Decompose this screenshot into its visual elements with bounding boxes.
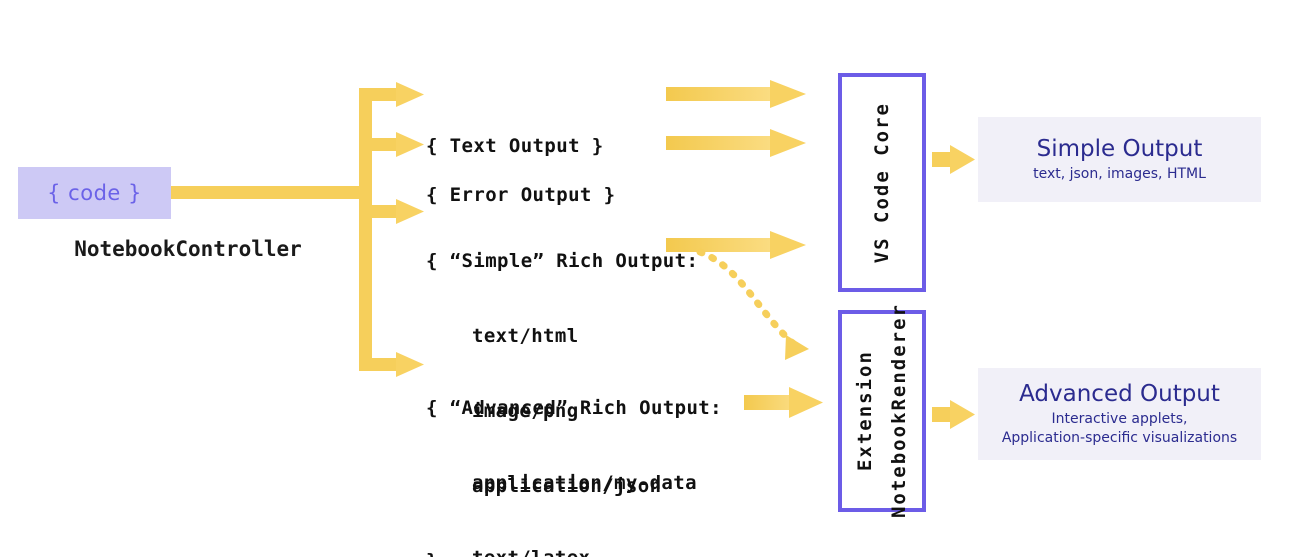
simple-mime-text-html: text/html (472, 325, 579, 347)
vs-code-core-box: VS Code Core (838, 73, 926, 292)
advanced-output-title: Advanced Output (1019, 380, 1220, 407)
advanced-rich-output-block: { “Advanced” Rich Output: application/my… (426, 346, 722, 557)
advanced-output-panel: Advanced Output Interactive applets,Appl… (978, 368, 1261, 460)
vs-code-core-label: VS Code Core (871, 101, 893, 264)
simple-rich-output-header: { “Simple” Rich Output: (426, 250, 699, 272)
simple-mime-application-json: application/json (472, 475, 662, 497)
error-output-block: { Error Output } (426, 133, 615, 258)
simple-to-extension-dotted-arrow (696, 248, 809, 360)
advanced-output-subtitle: Interactive applets,Application-specific… (1001, 410, 1238, 446)
error-output-to-core-arrow (666, 129, 806, 157)
text-output-header: { Text Output } (426, 135, 604, 157)
simple-output-subtitle: text, json, images, HTML (1033, 165, 1206, 182)
advanced-rich-output-header: { “Advanced” Rich Output: (426, 397, 722, 419)
simple-output-title: Simple Output (1036, 135, 1203, 162)
simple-rich-output-block: { “Simple” Rich Output: text/html image/… (426, 199, 698, 557)
advanced-mime-text-latex: text/latex (426, 546, 722, 557)
extension-to-advanced-output-arrow (932, 400, 975, 429)
controller-branch-connector (171, 82, 424, 377)
simple-mime-image-png: image/png (472, 400, 579, 422)
error-output-header: { Error Output } (426, 184, 616, 206)
advanced-mime-application-my-data: application/my-data (472, 472, 697, 494)
simple-output-panel: Simple Output text, json, images, HTML (978, 117, 1261, 202)
code-chip-label: { code } (47, 181, 142, 205)
simple-rich-output-closer: } (426, 549, 698, 557)
text-output-block: { Text Output } (426, 84, 604, 209)
notebook-controller-caption: NotebookController (74, 237, 302, 261)
core-to-simple-output-arrow (932, 145, 975, 174)
code-chip: { code } (18, 167, 171, 219)
text-output-to-core-arrow (666, 80, 806, 108)
advanced-rich-output-to-extension-arrow (744, 387, 823, 418)
